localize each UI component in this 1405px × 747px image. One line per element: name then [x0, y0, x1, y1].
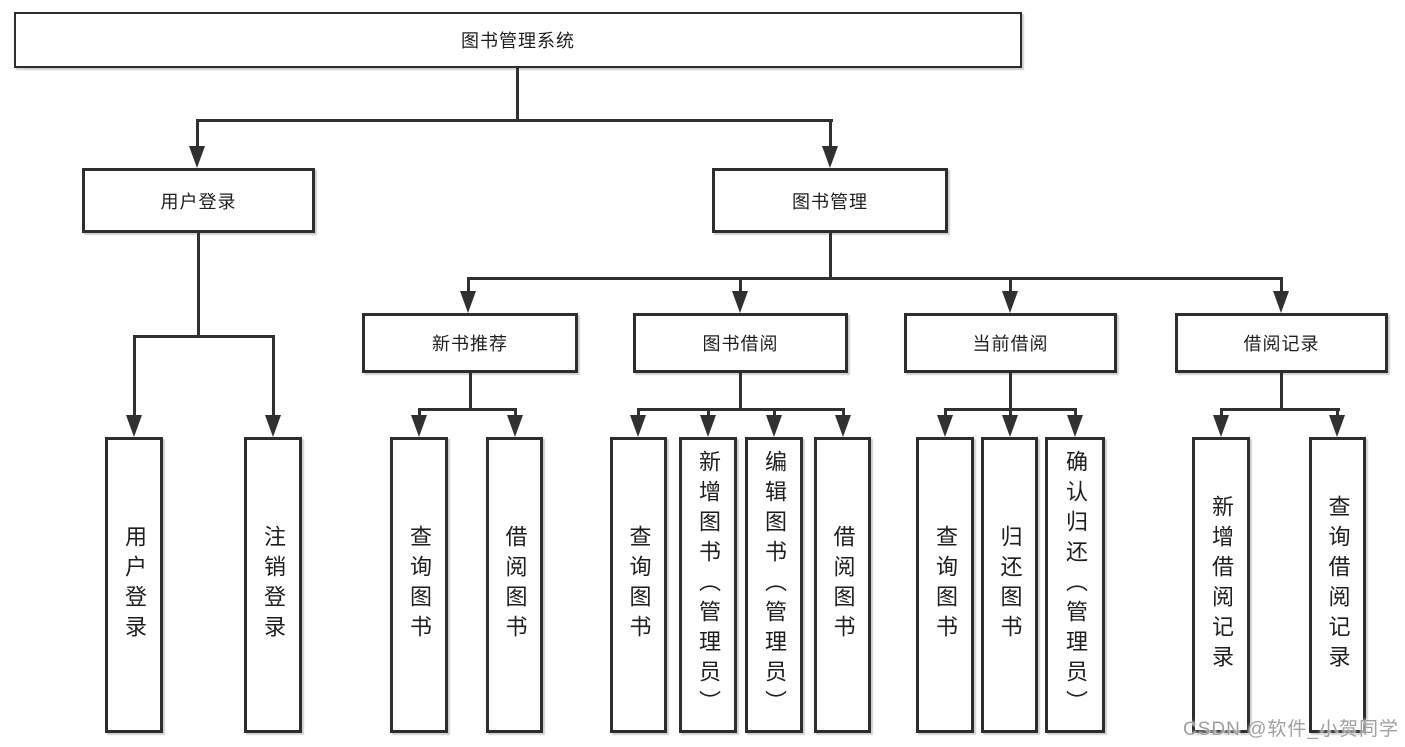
connector-vline [829, 119, 832, 146]
arrow-down-icon [460, 291, 476, 313]
arrow-down-icon [507, 415, 523, 437]
node-user-login: 用户登录 [82, 168, 315, 233]
connector-hline [418, 408, 517, 411]
arrow-down-icon [189, 146, 205, 168]
leaf-borrow-borrow-books: 借阅图书 [814, 437, 871, 733]
connector-hline [467, 277, 1283, 280]
leaf-borrow-edit-books: 编辑图书（管理员） [745, 437, 803, 733]
leaf-current-query-books-label: 查询图书 [933, 525, 958, 645]
connector-vline [1009, 373, 1012, 408]
leaf-records-query-record: 查询借阅记录 [1309, 437, 1366, 733]
arrow-down-icon [822, 146, 838, 168]
leaf-records-query-record-label: 查询借阅记录 [1325, 495, 1351, 675]
leaf-records-add-record-label: 新增借阅记录 [1209, 495, 1234, 675]
leaf-borrow-add-books: 新增图书（管理员） [679, 437, 737, 733]
node-user-login-label: 用户登录 [160, 191, 237, 212]
node-book-borrow: 图书借阅 [633, 313, 848, 373]
leaf-current-query-books: 查询图书 [916, 437, 974, 733]
leaf-records-add-record: 新增借阅记录 [1192, 437, 1250, 733]
leaf-borrow-query-books: 查询图书 [610, 437, 667, 733]
leaf-current-confirm-return: 确认归还（管理员） [1045, 437, 1105, 733]
connector-vline [944, 408, 947, 415]
connector-vline [773, 408, 776, 415]
connector-vline [1074, 408, 1077, 415]
connector-hline [637, 408, 845, 411]
leaf-current-confirm-return-label: 确认归还（管理员） [1063, 450, 1088, 720]
node-borrow-records-label: 借阅记录 [1243, 334, 1320, 354]
leaf-current-return-books: 归还图书 [981, 437, 1038, 733]
connector-vline [514, 408, 517, 415]
arrow-down-icon [411, 415, 427, 437]
node-root: 图书管理系统 [14, 12, 1022, 68]
leaf-recommend-borrow-books-label: 借阅图书 [502, 525, 528, 645]
connector-vline [1009, 408, 1012, 415]
arrow-down-icon [1067, 415, 1083, 437]
arrow-down-icon [766, 415, 782, 437]
connector-vline [197, 233, 200, 335]
node-current-borrow: 当前借阅 [904, 313, 1117, 373]
leaf-recommend-borrow-books: 借阅图书 [486, 437, 543, 733]
connector-vline [829, 233, 832, 277]
arrow-down-icon [1002, 415, 1018, 437]
connector-vline [842, 408, 845, 415]
node-book-management-label: 图书管理 [792, 191, 868, 212]
leaf-borrow-add-books-label: 新增图书（管理员） [696, 450, 721, 720]
node-book-management: 图书管理 [712, 168, 948, 233]
connector-vline [707, 408, 710, 415]
arrow-down-icon [1002, 291, 1018, 313]
arrow-down-icon [835, 415, 851, 437]
connector-vline [272, 335, 275, 415]
leaf-recommend-query-books-label: 查询图书 [407, 525, 432, 645]
node-book-borrow-label: 图书借阅 [702, 334, 779, 354]
leaf-recommend-query-books: 查询图书 [390, 437, 448, 733]
connector-vline [467, 277, 470, 291]
arrow-down-icon [937, 415, 953, 437]
leaf-borrow-edit-books-label: 编辑图书（管理员） [762, 450, 787, 720]
connector-vline [1336, 408, 1339, 415]
leaf-current-return-books-label: 归还图书 [997, 525, 1023, 645]
connector-vline [418, 408, 421, 415]
connector-vline [133, 335, 136, 415]
leaf-logout: 注销登录 [244, 437, 302, 733]
node-root-label: 图书管理系统 [461, 31, 575, 51]
arrow-down-icon [700, 415, 716, 437]
arrow-down-icon [126, 415, 142, 437]
arrow-down-icon [1213, 415, 1229, 437]
leaf-user-login: 用户登录 [105, 437, 163, 733]
watermark: CSDN @软件_小贺同学 [1183, 719, 1399, 740]
connector-hline [1220, 408, 1340, 411]
connector-vline [516, 68, 519, 119]
connector-vline [1220, 408, 1223, 415]
node-current-borrow-label: 当前借阅 [972, 334, 1049, 354]
connector-vline [1009, 277, 1012, 291]
arrow-down-icon [630, 415, 646, 437]
connector-vline [196, 119, 199, 146]
node-borrow-records: 借阅记录 [1175, 313, 1388, 373]
connector-vline [1280, 277, 1283, 291]
connector-hline [133, 335, 275, 338]
connector-vline [1280, 373, 1283, 408]
connector-vline [637, 408, 640, 415]
leaf-user-login-label: 用户登录 [122, 525, 147, 645]
connector-vline [469, 373, 472, 408]
connector-vline [739, 277, 742, 291]
arrow-down-icon [265, 415, 281, 437]
leaf-borrow-query-books-label: 查询图书 [626, 525, 652, 645]
connector-hline [196, 119, 833, 122]
leaf-logout-label: 注销登录 [261, 525, 286, 645]
leaf-borrow-borrow-books-label: 借阅图书 [830, 525, 856, 645]
node-new-book-recommend-label: 新书推荐 [432, 334, 508, 354]
node-new-book-recommend: 新书推荐 [362, 313, 578, 373]
arrow-down-icon [1273, 291, 1289, 313]
connector-vline [739, 373, 742, 408]
arrow-down-icon [732, 291, 748, 313]
arrow-down-icon [1329, 415, 1345, 437]
